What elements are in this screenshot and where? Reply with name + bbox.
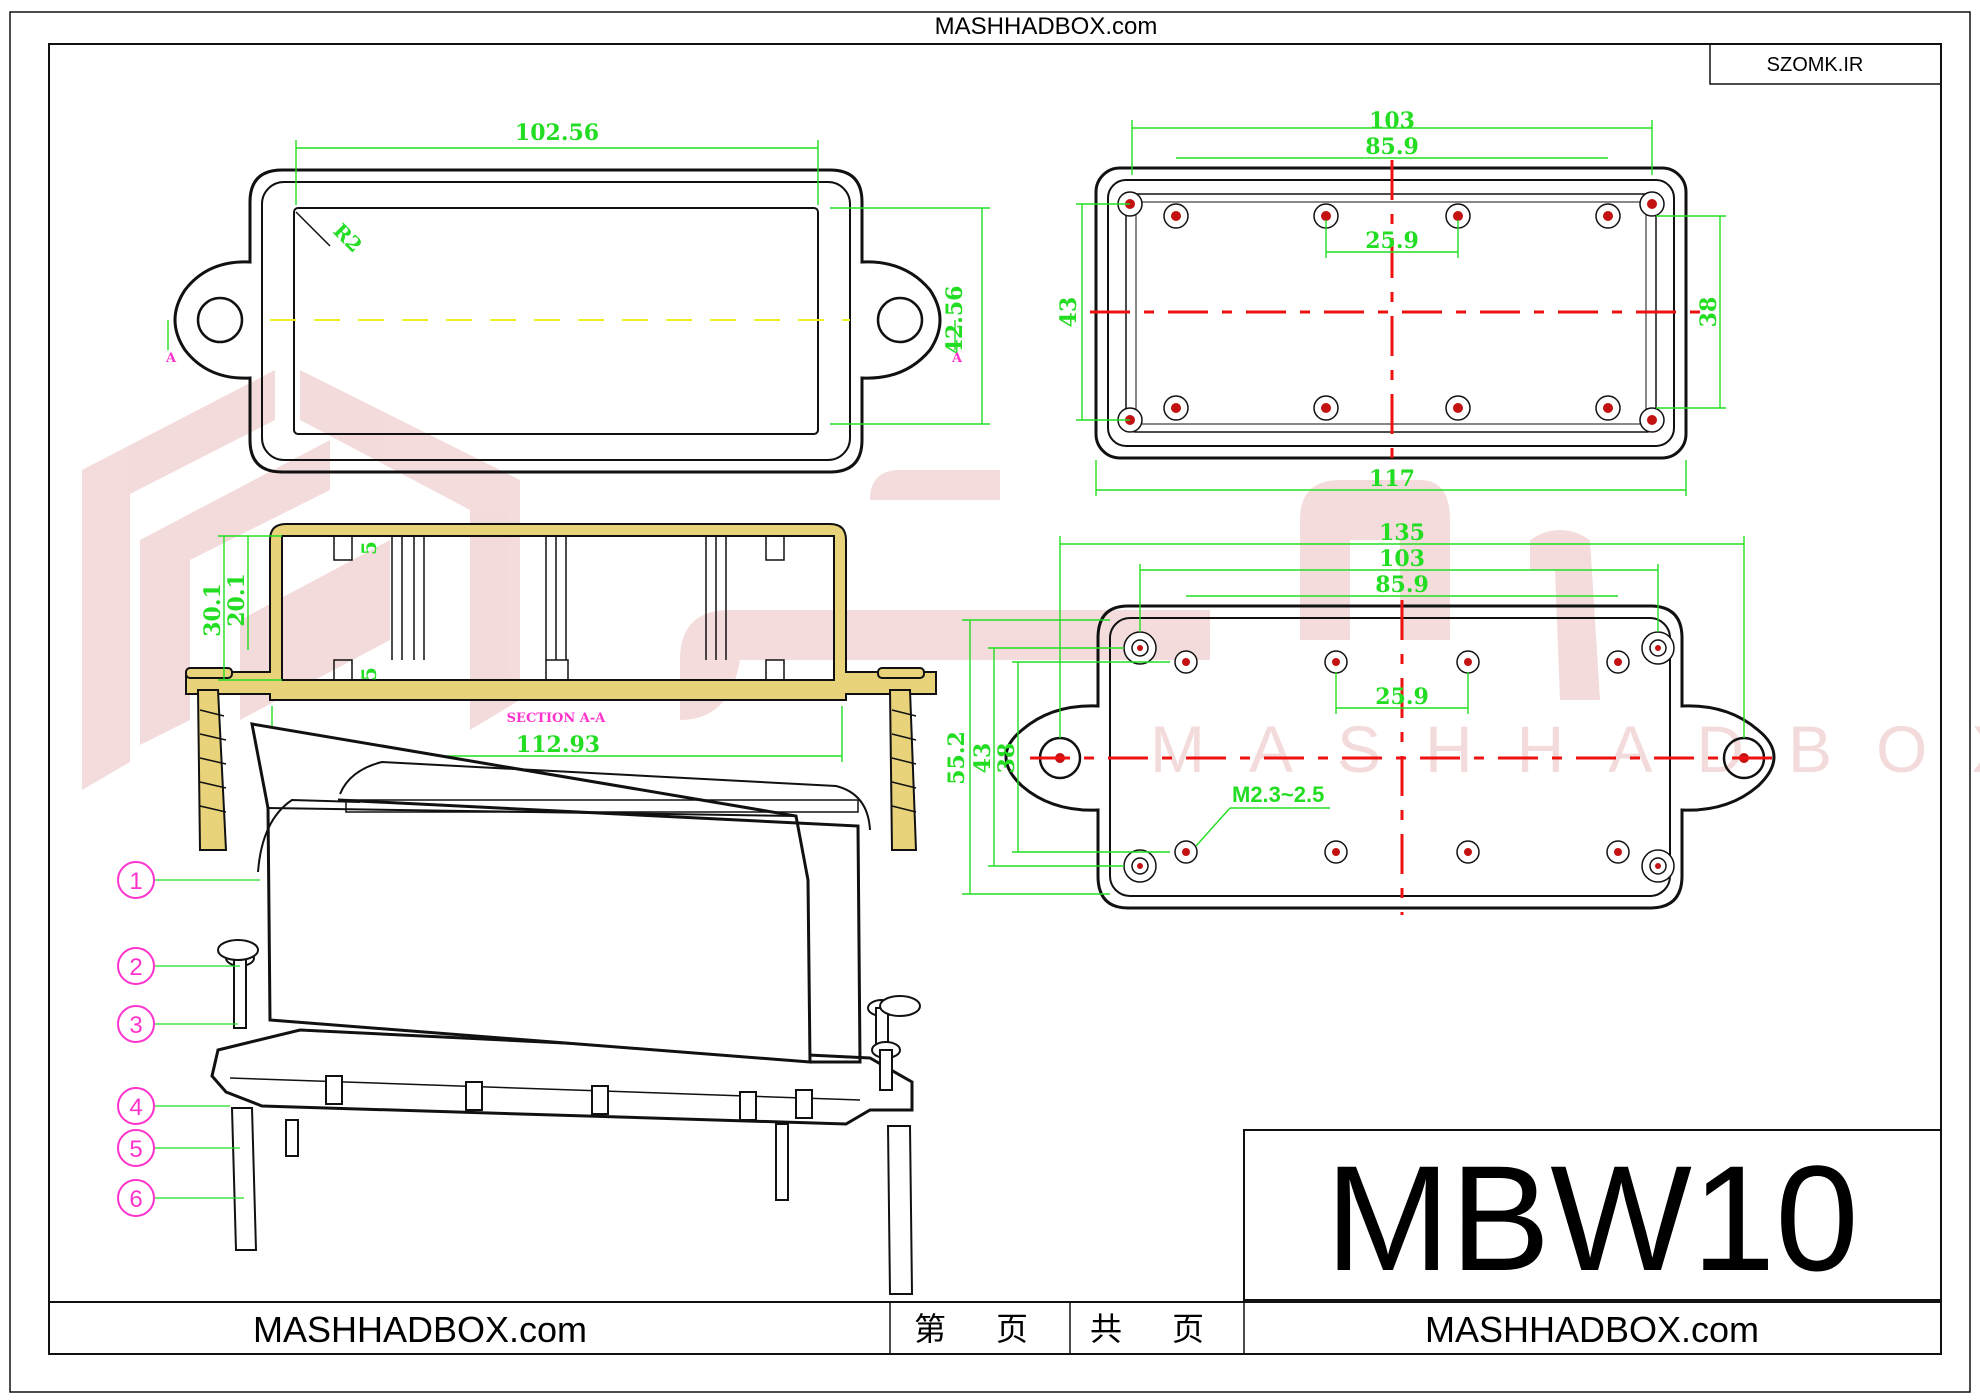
footer-right: MASHHADBOX.com (1425, 1309, 1759, 1350)
section-mark-right: A (951, 351, 963, 366)
bottom-inner-width: 85.9 (1375, 572, 1429, 598)
bottom-view: 135 103 85.9 25.9 55.2 43 38 M2.3~2.5 (944, 520, 1780, 915)
section-height-outer: 30.1 (200, 583, 226, 637)
part-callouts (117, 861, 155, 1217)
section-mark-left: A (165, 351, 177, 366)
callout-circle-4 (117, 1087, 155, 1125)
top-outer-view: 102.56 42.56 R2 A A (165, 120, 990, 474)
part-label-2: 2 (129, 954, 142, 981)
part-label-3: 3 (129, 1012, 142, 1039)
part-label-5: 5 (129, 1136, 142, 1163)
bottom-screw-spec: M2.3~2.5 (1232, 782, 1324, 807)
inner-height-outer: 43 (1056, 297, 1082, 328)
inner-length: 117 (1369, 466, 1415, 492)
inner-height-inner: 38 (1696, 297, 1722, 328)
section-small-a: 5 (357, 541, 381, 555)
inner-outer-width: 103 (1369, 108, 1415, 134)
footer-left: MASHHADBOX.com (253, 1309, 587, 1350)
watermark-text: MASHHADBOX (1150, 712, 1980, 786)
corner-tag: SZOMK.IR (1767, 54, 1864, 76)
callout-circle-3 (117, 1005, 155, 1043)
exploded-view: 1 2 3 4 5 6 (117, 722, 921, 1295)
inner-hole-pitch: 25.9 (1365, 228, 1419, 254)
bottom-height-inner: 38 (994, 743, 1020, 774)
bottom-hole-pitch: 25.9 (1375, 684, 1429, 710)
section-height-inner: 20.1 (224, 573, 250, 627)
bottom-height-total: 55.2 (944, 731, 970, 785)
right-wall-plug (877, 667, 925, 851)
section-length: 112.93 (516, 732, 600, 758)
bottom-height-mid: 43 (970, 743, 996, 774)
sheet-outer-border (9, 11, 1971, 1393)
top-outer-radius: R2 (328, 219, 367, 258)
sheet-header: MASHHADBOX.com (935, 13, 1158, 40)
bottom-holes (1123, 631, 1675, 883)
footer-cell-4: 页 (1172, 1310, 1204, 1348)
inner-inner-width: 85.9 (1365, 134, 1419, 160)
bottom-total: 135 (1379, 520, 1425, 546)
callout-circle-1 (117, 861, 155, 899)
callout-circle-6 (117, 1179, 155, 1217)
top-inner-view: 103 85.9 25.9 43 38 117 (1056, 108, 1726, 496)
section-label: SECTION A-A (507, 711, 607, 726)
corner-tag-box (1709, 43, 1942, 85)
callout-circle-2 (117, 947, 155, 985)
top-inner-holes (1117, 191, 1665, 433)
sheet-inner-border (48, 43, 1942, 1355)
part-label-1: 1 (129, 868, 142, 895)
section-small-b: 5 (357, 667, 381, 681)
footer-bar: MASHHADBOX.com 第 页 共 页 MASHHADBOX.com (49, 1301, 1941, 1354)
part-label-4: 4 (129, 1094, 142, 1121)
section-ribs (333, 535, 785, 681)
left-wall-plug (185, 667, 233, 851)
footer-cell-3: 共 (1090, 1310, 1122, 1348)
footer-cell-1: 第 (914, 1310, 946, 1348)
title-block (1243, 1129, 1942, 1301)
explode-screws (217, 939, 921, 1295)
callout-circle-5 (117, 1129, 155, 1167)
bottom-width: 103 (1379, 546, 1425, 572)
footer-cell-2: 页 (996, 1310, 1028, 1348)
model-number: MBW10 (1325, 1134, 1858, 1302)
part-label-6: 6 (129, 1186, 142, 1213)
top-outer-width: 102.56 (515, 120, 599, 146)
